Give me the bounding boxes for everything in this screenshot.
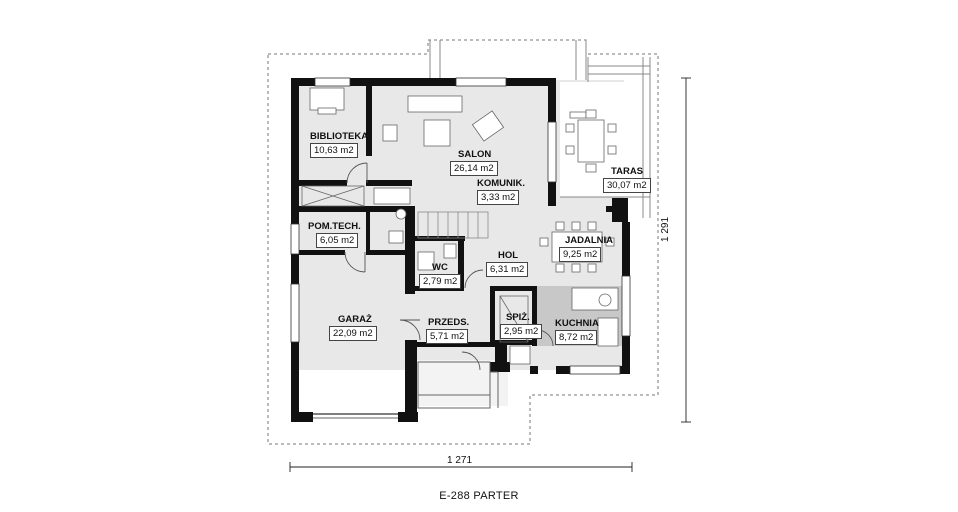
room-area-salon: 26,14 m2 <box>450 161 498 176</box>
furniture <box>301 87 619 365</box>
room-name-spiz: SPIŻ. <box>506 312 530 323</box>
windows <box>290 77 631 375</box>
room-area-hol: 6,31 m2 <box>486 262 529 277</box>
room-name-taras: TARAS <box>611 166 644 177</box>
room-name-wc: WC <box>432 262 448 273</box>
room-name-garaz: GARAŻ <box>338 314 372 325</box>
dimension-lines <box>289 77 691 472</box>
room-area-komunik: 3,33 m2 <box>477 190 520 205</box>
staircase <box>417 211 489 239</box>
room-name-biblioteka: BIBLIOTEKA <box>310 131 369 142</box>
room-name-kuchnia: KUCHNIA <box>555 318 599 329</box>
room-name-salon: SALON <box>458 149 492 160</box>
room-area-kuchnia: 8,72 m2 <box>555 330 598 345</box>
dimension-width-label: 1 271 <box>447 455 473 466</box>
room-area-przeds: 5,71 m2 <box>426 329 469 344</box>
terrace-floor <box>560 82 650 197</box>
roof-outline <box>267 39 659 445</box>
room-area-garaz: 22,09 m2 <box>329 326 377 341</box>
room-name-przeds: PRZEDS. <box>428 317 470 328</box>
room-name-pom-tech: POM.TECH. <box>308 221 361 232</box>
room-name-komunik: KOMUNIK. <box>477 178 526 189</box>
door-swings <box>344 162 554 371</box>
room-area-biblioteka: 10,63 m2 <box>310 143 358 158</box>
room-area-wc: 2,79 m2 <box>419 274 462 289</box>
room-name-jadalnia: JADALNIA <box>565 235 614 246</box>
room-area-spiz: 2,95 m2 <box>500 324 543 339</box>
room-name-hol: HOL <box>498 250 519 261</box>
plan-caption: E-288 PARTER <box>439 490 519 502</box>
dimension-height-label: 1 291 <box>660 216 671 242</box>
room-area-jadalnia: 9,25 m2 <box>559 247 602 262</box>
room-area-taras: 30,07 m2 <box>603 178 651 193</box>
room-area-pom-tech: 6,05 m2 <box>316 233 359 248</box>
entrance-steps <box>417 361 499 409</box>
interior-walls <box>299 86 616 347</box>
